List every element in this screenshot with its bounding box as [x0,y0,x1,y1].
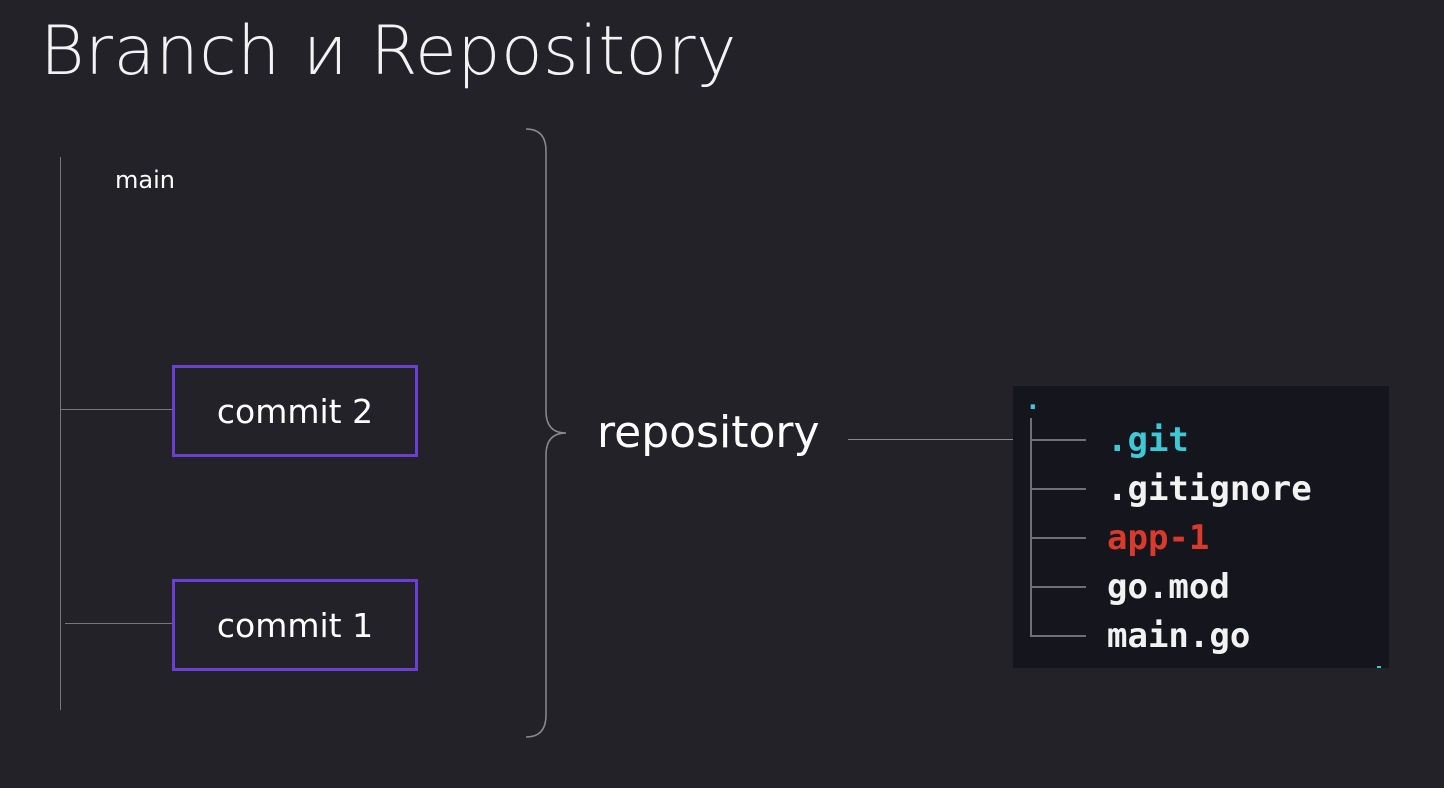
commit-2-box: commit 2 [172,365,418,457]
branch-label: main [115,166,175,194]
tree-branch-line [1030,439,1086,441]
commit-1-connector [65,623,172,624]
tree-item-go-mod: go.mod [1107,567,1230,607]
tree-vertical-line [1030,418,1032,637]
file-tree-panel: . .git .gitignore app-1 go.mod main.go [1013,386,1389,668]
commit-2-connector [61,409,172,410]
slide-title: Branch и Repository [40,12,737,91]
tree-branch-line [1030,635,1086,637]
branch-line [60,157,61,710]
tree-item-gitignore: .gitignore [1107,469,1312,509]
tree-item-main-go: main.go [1107,616,1251,656]
corner-dot [1377,666,1381,668]
tree-root: . [1025,386,1041,416]
commit-1-box: commit 1 [172,579,418,671]
tree-branch-line [1030,537,1086,539]
tree-item-git: .git [1107,420,1189,460]
tree-branch-line [1030,488,1086,490]
repository-label: repository [597,407,820,458]
repository-brace [525,128,567,738]
tree-branch-line [1030,586,1086,588]
tree-item-app-1: app-1 [1107,518,1210,558]
repository-connector [848,439,1014,440]
